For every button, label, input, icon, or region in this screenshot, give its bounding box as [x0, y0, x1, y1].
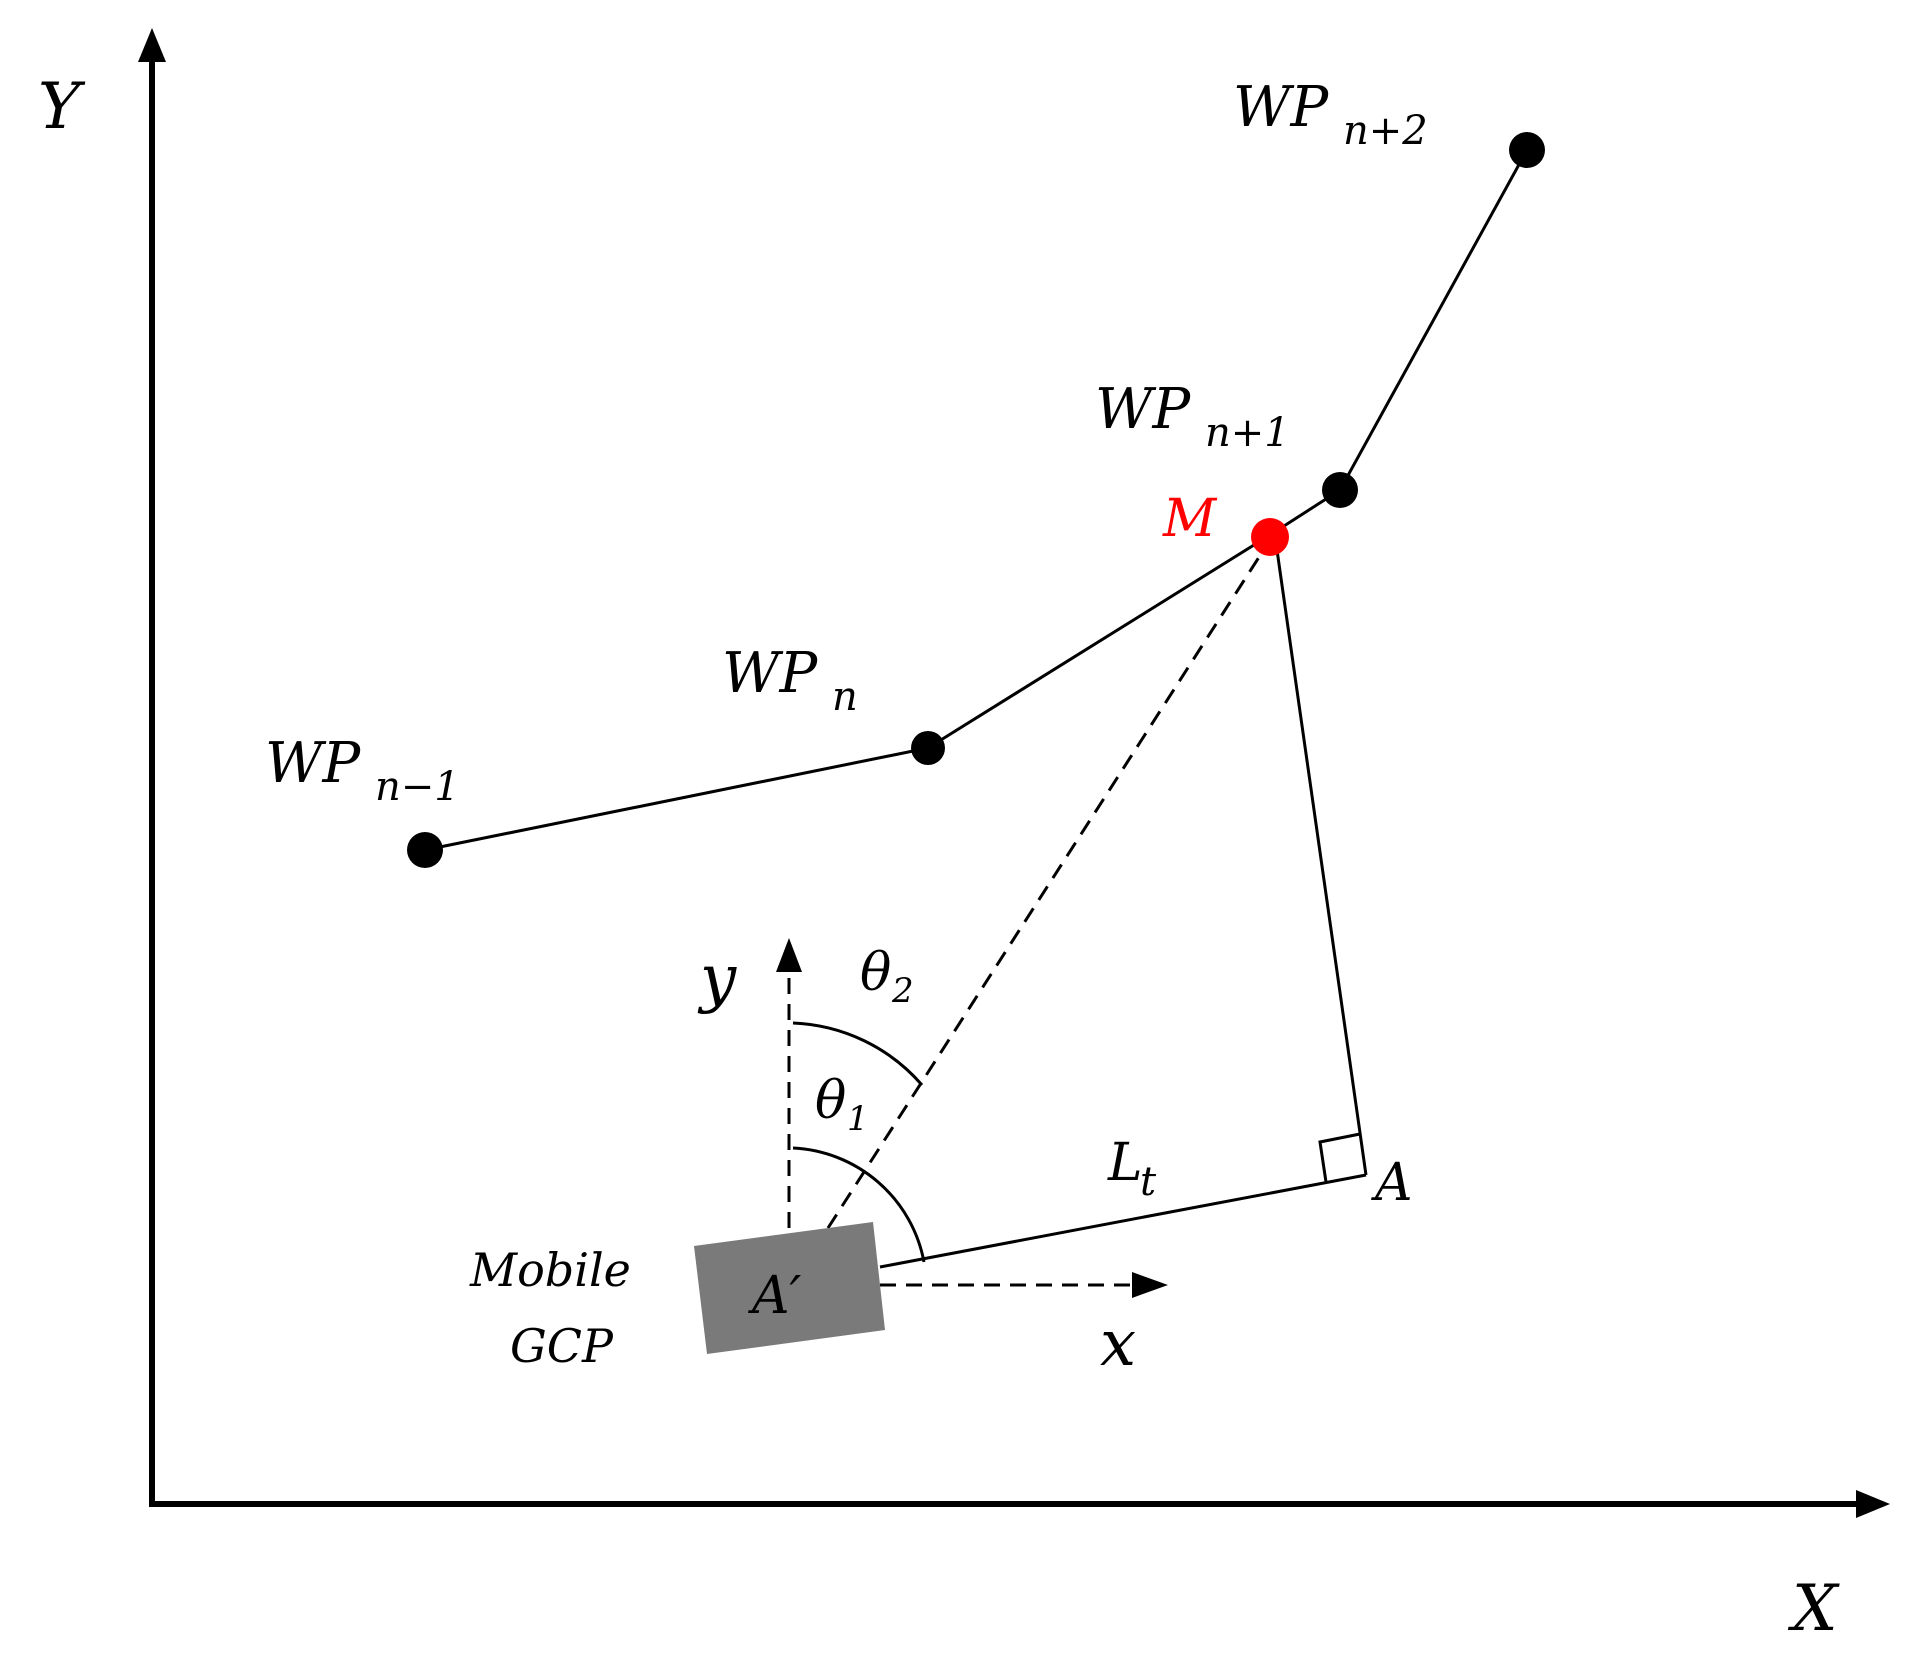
theta1-arc	[792, 1146, 926, 1263]
theta2-arc	[792, 1021, 924, 1086]
line-Aprime-A	[879, 1173, 1367, 1269]
dashed-line-Aprime-M	[826, 539, 1272, 1229]
label-A: A	[1371, 1153, 1413, 1213]
waypoint-path	[424, 149, 1529, 852]
svg-text:t: t	[1140, 1159, 1157, 1205]
label-gcp: GCP	[510, 1319, 614, 1373]
label-theta2: θ 2	[860, 943, 914, 1011]
svg-text:θ: θ	[815, 1071, 846, 1131]
waypoint-marker-n	[911, 731, 945, 765]
label-wp-n: WP n	[722, 641, 858, 720]
mobile-gcp-box	[694, 1222, 885, 1354]
waypoint-marker-n-1	[407, 832, 443, 868]
svg-text:WP: WP	[1233, 75, 1330, 140]
label-theta1: θ 1	[815, 1071, 869, 1139]
global-x-label: X	[1787, 1572, 1840, 1646]
label-wp-n+2: WP n+2	[1233, 75, 1428, 154]
svg-text:WP: WP	[1095, 377, 1192, 442]
label-Lt: L t	[1107, 1133, 1157, 1205]
svg-text:n: n	[832, 674, 858, 720]
point-M-marker	[1251, 518, 1289, 556]
line-M-A	[1273, 535, 1368, 1176]
x-axis-arrowhead	[1856, 1490, 1890, 1518]
right-angle-marker	[1318, 1132, 1361, 1183]
y-axis-arrowhead	[138, 28, 166, 62]
waypoint-marker-n+2	[1509, 132, 1545, 168]
svg-text:WP: WP	[722, 641, 819, 706]
svg-text:n+1: n+1	[1205, 410, 1290, 456]
label-wp-n-1: WP n−1	[265, 731, 460, 810]
label-mobile: Mobile	[469, 1243, 631, 1297]
svg-text:2: 2	[891, 971, 914, 1011]
svg-text:WP: WP	[265, 731, 362, 796]
local-x-arrowhead	[1132, 1272, 1168, 1298]
label-wp-n+1: WP n+1	[1095, 377, 1290, 456]
svg-text:n+2: n+2	[1343, 108, 1428, 154]
local-y-label: y	[697, 942, 737, 1016]
local-y-arrowhead	[776, 938, 802, 972]
waypoint-marker-n+1	[1322, 472, 1358, 508]
svg-text:1: 1	[847, 1099, 869, 1139]
svg-text:L: L	[1107, 1133, 1143, 1193]
svg-text:θ: θ	[860, 943, 891, 1003]
global-y-label: Y	[38, 70, 86, 144]
local-x-label: x	[1100, 1307, 1136, 1381]
label-A-prime: A′	[748, 1266, 802, 1326]
label-M: M	[1162, 489, 1218, 549]
svg-text:n−1: n−1	[375, 764, 460, 810]
